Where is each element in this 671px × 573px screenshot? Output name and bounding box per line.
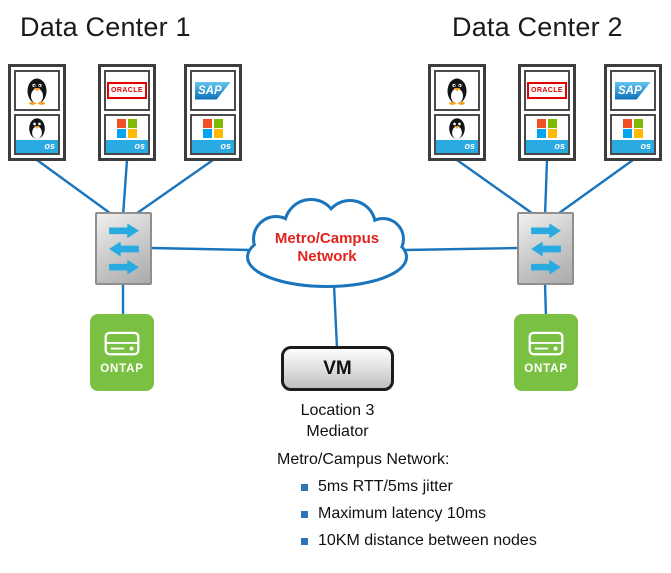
windows-green-square [213,119,223,128]
vm-label: VM [323,357,352,379]
cloud-label-line1: Metro/Campus [274,230,380,247]
windows-logo-icon [623,119,643,138]
sap-logo: SAP [195,81,231,100]
windows-os-tile: os [610,114,656,155]
storage-shelf-icon [104,331,140,355]
os-banner: os [192,140,234,153]
note-bullet-3: 10KM distance between nodes [301,532,537,550]
network-notes: Metro/Campus Network: 5ms RTT/5ms jitter… [277,451,537,550]
windows-blue-square [117,129,127,138]
cloud-icon [246,198,408,288]
os-banner: os [612,140,654,153]
os-banner: os [436,140,478,153]
dc2-server-sap: SAP os [604,64,662,161]
dc2-server-oracle: ORACLE os [518,64,576,161]
os-banner: os [106,140,148,153]
dc1-switch [95,212,152,285]
dc1-server-oracle: ORACLE os [98,64,156,161]
linux-tux-icon [27,78,47,105]
windows-yellow-square [633,129,643,138]
bullet-text: 5ms RTT/5ms jitter [318,478,453,495]
dc2-ontap: ONTAP [514,314,578,391]
dc1-server-sap: SAP os [184,64,242,161]
linux-tux-icon [449,118,465,139]
note-bullet-1: 5ms RTT/5ms jitter [301,478,537,496]
dc1-server-linux: os [8,64,66,161]
mediator-location: Location 3 [300,402,375,419]
cloud-label: Metro/Campus Network [232,230,422,266]
linux-tux-icon [447,78,467,105]
oracle-app-tile: ORACLE [524,70,570,111]
os-banner: os [16,140,58,153]
linux-os-tile: os [14,114,60,155]
windows-blue-square [203,129,213,138]
bullet-icon [301,483,308,491]
sap-app-tile: SAP [190,70,236,111]
bullet-text: 10KM distance between nodes [318,532,537,549]
linux-app-tile [434,70,480,111]
ontap-label: ONTAP [524,362,568,375]
cloud-label-line2: Network [297,248,357,265]
windows-green-square [127,119,137,128]
linux-app-tile [14,70,60,111]
sap-logo: SAP [615,81,651,100]
windows-red-square [623,119,633,128]
windows-os-tile: os [104,114,150,155]
windows-logo-icon [537,119,557,138]
ontap-label: ONTAP [100,362,144,375]
windows-green-square [547,119,557,128]
windows-blue-square [537,129,547,138]
windows-green-square [633,119,643,128]
sap-app-tile: SAP [610,70,656,111]
windows-red-square [203,119,213,128]
windows-os-tile: os [190,114,236,155]
switch-arrows-icon [530,222,561,275]
os-banner: os [526,140,568,153]
windows-logo-icon [203,119,223,138]
windows-yellow-square [213,129,223,138]
windows-logo-icon [117,119,137,138]
mediator-role: Mediator [306,423,369,440]
windows-yellow-square [127,129,137,138]
bullet-text: Maximum latency 10ms [318,505,487,522]
metro-campus-cloud: Metro/Campus Network [232,197,422,295]
dc1-title: Data Center 1 [20,12,191,42]
vm-box: VM [281,346,394,391]
dc1-ontap: ONTAP [90,314,154,391]
oracle-logo: ORACLE [107,82,147,99]
dc2-switch [517,212,574,285]
windows-blue-square [623,129,633,138]
linux-tux-icon [29,118,45,139]
dc2-server-linux: os [428,64,486,161]
oracle-logo: ORACLE [527,82,567,99]
dc2-title: Data Center 2 [452,12,623,42]
windows-os-tile: os [524,114,570,155]
linux-os-tile: os [434,114,480,155]
windows-red-square [537,119,547,128]
windows-red-square [117,119,127,128]
notes-heading: Metro/Campus Network: [277,451,450,468]
mediator-caption: Location 3 Mediator [281,400,394,442]
windows-yellow-square [547,129,557,138]
note-bullet-2: Maximum latency 10ms [301,505,537,523]
bullet-icon [301,510,308,518]
switch-arrows-icon [108,222,139,275]
bullet-icon [301,537,308,545]
oracle-app-tile: ORACLE [104,70,150,111]
storage-shelf-icon [528,331,564,355]
